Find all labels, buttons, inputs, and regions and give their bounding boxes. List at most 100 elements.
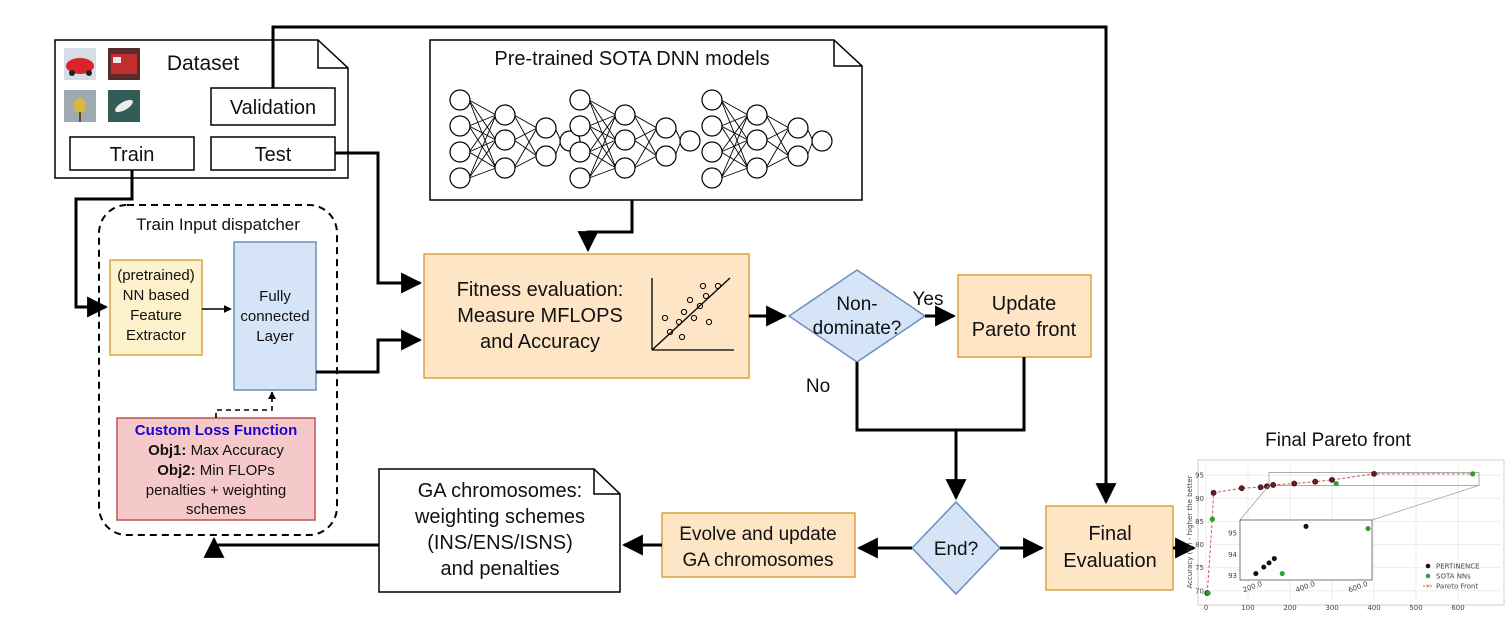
nondominate-no-line xyxy=(855,362,956,432)
neuron-node xyxy=(569,141,591,163)
neuron-node xyxy=(787,145,809,167)
neuron-node xyxy=(449,141,471,163)
neuron-node xyxy=(569,89,591,111)
neuron-node xyxy=(494,157,516,179)
x-tick-label: 500 xyxy=(1409,604,1422,612)
end-decision: End? xyxy=(910,500,1002,596)
neuron-node xyxy=(811,130,833,152)
ga-to-dispatcher-arrow xyxy=(203,536,379,558)
fully-connected-box xyxy=(233,241,317,391)
inset-pertinence-point xyxy=(1303,523,1309,529)
ga-line-3: (INS/ENS/ISNS) xyxy=(427,532,573,554)
y-tick-label: 80 xyxy=(1195,541,1204,549)
fc-layer-line-1: Fully xyxy=(259,288,291,305)
pareto-front-polyline xyxy=(1206,473,1473,594)
custom-loss-box xyxy=(116,417,316,521)
pareto-front-line xyxy=(1206,473,1473,594)
inset-sota-point xyxy=(1365,526,1371,532)
pertinence-point xyxy=(1371,470,1377,477)
inset-sota-point xyxy=(1279,571,1285,577)
chart-points xyxy=(1204,470,1476,596)
legend-label: PERTINENCE xyxy=(1436,563,1480,571)
loss-line-3: penalties + weighting xyxy=(146,482,287,499)
inset-pertinence-point xyxy=(1261,564,1267,570)
feature-extractor-line-4: Extractor xyxy=(126,327,186,344)
inset-y-tick: 93 xyxy=(1228,572,1237,580)
x-tick-label: 100 xyxy=(1241,604,1254,612)
inset-connector xyxy=(1239,485,1270,521)
final-eval-line-1: Final xyxy=(1088,523,1131,545)
train-input-dispatcher: Train Input dispatcher (pretrained) NN b… xyxy=(98,204,338,536)
legend-pertinence-marker xyxy=(1425,563,1431,569)
feature-extractor-line-1: (pretrained) xyxy=(117,267,195,284)
chart-ylabel: Accuracy (%) - higher the better xyxy=(1186,475,1194,588)
loss-title: Custom Loss Function xyxy=(135,422,298,439)
neuron-node xyxy=(569,167,591,189)
y-tick-label: 85 xyxy=(1195,518,1204,526)
pertinence-point xyxy=(1270,482,1277,488)
end-label: End? xyxy=(934,539,978,560)
feature-extractor-box xyxy=(109,259,203,356)
loss-obj2: Obj2: Min FLOPs xyxy=(157,462,275,479)
validation-to-final-eval-arrow xyxy=(271,25,1117,505)
inset-y-tick: 94 xyxy=(1228,551,1237,559)
ga-line-1: GA chromosomes: xyxy=(418,480,583,502)
update-pareto-to-merge-line xyxy=(956,357,1026,432)
inset-pertinence-point xyxy=(1271,556,1277,562)
no-label: No xyxy=(806,376,830,397)
fc-layer-line-3: Layer xyxy=(256,328,294,345)
neural-network-icons xyxy=(449,89,833,189)
evolve-ga-box: Evolve and update GA chromosomes xyxy=(661,512,856,578)
update-pareto-line-2: Pareto front xyxy=(972,319,1077,341)
final-eval-line-2: Evaluation xyxy=(1063,550,1156,572)
test-label: Test xyxy=(255,144,292,166)
pretrained-models-title: Pre-trained SOTA DNN models xyxy=(494,48,769,70)
neural-network-icon xyxy=(701,89,833,189)
non-dominate-decision: Non- dominate? xyxy=(787,269,927,363)
update-pareto-box: Update Pareto front xyxy=(957,274,1092,358)
neuron-node xyxy=(655,117,677,139)
pretrained-models-box: Pre-trained SOTA DNN models xyxy=(429,39,863,201)
inset-pertinence-point xyxy=(1266,560,1272,566)
ga-line-2: weighting schemes xyxy=(414,506,585,528)
neuron-node xyxy=(746,104,768,126)
sota-point xyxy=(1205,590,1211,596)
dataset-thumbnail-bird xyxy=(64,90,96,122)
legend-label: SOTA NNs xyxy=(1436,573,1471,581)
x-tick-label: 400 xyxy=(1367,604,1380,612)
dataset-box: Dataset Validation Train Test xyxy=(54,39,349,179)
neuron-node xyxy=(746,157,768,179)
models-to-fitness-arrow xyxy=(577,200,634,253)
fitness-line-3: and Accuracy xyxy=(480,331,600,353)
evolve-line-1: Evolve and update xyxy=(679,524,836,545)
neural-network-icon xyxy=(569,89,701,189)
neuron-node xyxy=(701,141,723,163)
loss-obj1: Obj1: Max Accuracy xyxy=(148,442,284,459)
neuron-node xyxy=(614,104,636,126)
fitness-evaluation-box: Fitness evaluation: Measure MFLOPS and A… xyxy=(423,253,750,379)
pertinence-point xyxy=(1312,478,1319,485)
neuron-node xyxy=(655,145,677,167)
neuron-node xyxy=(494,129,516,151)
x-tick-label: 300 xyxy=(1325,604,1338,612)
neuron-node xyxy=(701,115,723,137)
pertinence-point xyxy=(1238,485,1245,492)
y-tick-label: 70 xyxy=(1195,587,1204,595)
chart-title: Final Pareto front xyxy=(1265,430,1411,451)
x-tick-label: 200 xyxy=(1283,604,1296,612)
update-pareto-line-1: Update xyxy=(992,293,1057,315)
neuron-node xyxy=(746,129,768,151)
loss-line-4: schemes xyxy=(186,501,246,518)
test-split xyxy=(210,136,336,171)
y-tick-label: 90 xyxy=(1195,495,1204,503)
sota-point xyxy=(1333,480,1339,487)
ga-line-4: and penalties xyxy=(441,558,560,580)
dataset-thumbnail-car xyxy=(64,48,96,80)
sota-point xyxy=(1470,471,1476,477)
fc-to-fitness-arrow xyxy=(316,329,423,374)
fc-layer-line-2: connected xyxy=(240,308,309,325)
feature-extractor-line-2: NN based xyxy=(123,287,190,304)
